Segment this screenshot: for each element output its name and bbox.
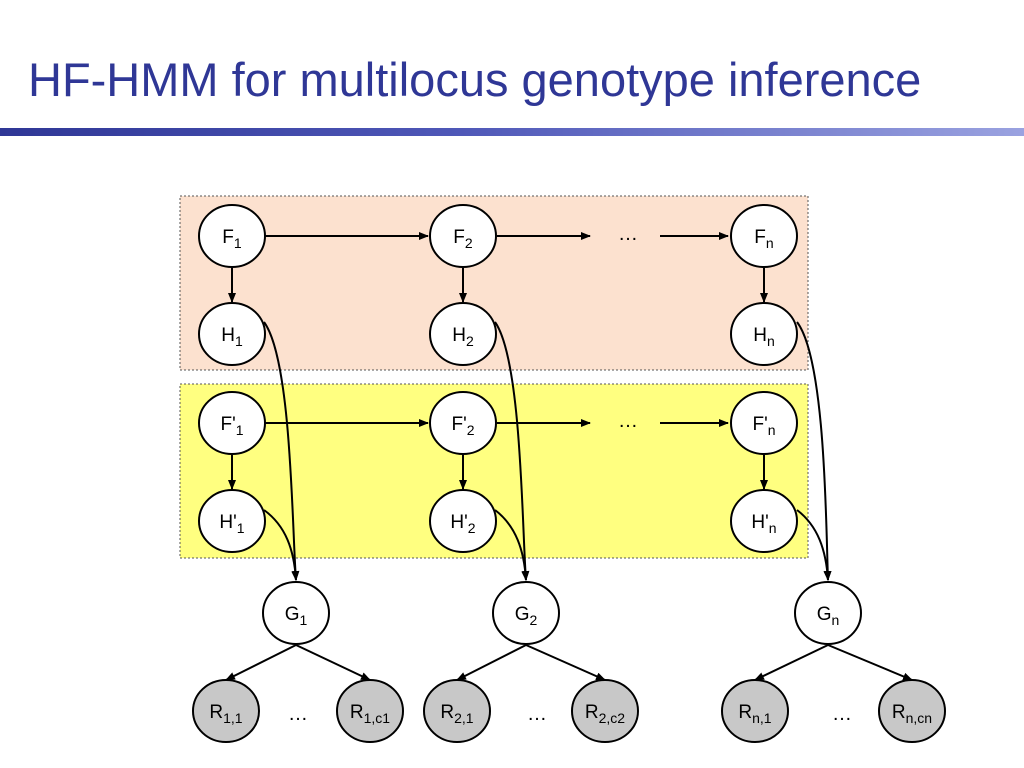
node-f1: F1 bbox=[198, 204, 266, 268]
founder-prime-row-ellipsis: … bbox=[618, 410, 638, 432]
reads-2-ellipsis: … bbox=[527, 703, 547, 725]
svg-text:H'2: H'2 bbox=[450, 512, 475, 536]
node-r-n-1: Rn,1 bbox=[721, 679, 789, 743]
svg-text:Hn: Hn bbox=[753, 325, 775, 349]
node-f2: F2 bbox=[429, 204, 497, 268]
node-gn: Gn bbox=[794, 581, 862, 645]
node-g1: G1 bbox=[262, 581, 330, 645]
node-g2: G2 bbox=[492, 581, 560, 645]
edge-hn-gn bbox=[796, 321, 832, 581]
svg-text:G2: G2 bbox=[515, 604, 538, 628]
svg-text:H2: H2 bbox=[452, 325, 474, 349]
node-r-1-1: R1,1 bbox=[192, 679, 260, 743]
node-h1-prime: H'1 bbox=[198, 489, 266, 553]
edge-hnb-gn bbox=[796, 509, 832, 581]
edge-h1-g1 bbox=[263, 321, 300, 581]
founder-row-ellipsis: … bbox=[618, 223, 638, 245]
edge-gn-rnc bbox=[827, 644, 913, 681]
svg-text:H'1: H'1 bbox=[219, 512, 244, 536]
edge-h2b-g2 bbox=[494, 509, 530, 581]
svg-text:G1: G1 bbox=[285, 604, 308, 628]
reads-n-ellipsis: … bbox=[832, 703, 852, 725]
node-fn-prime: F'n bbox=[730, 391, 798, 455]
edge-gn-rn1 bbox=[754, 644, 829, 681]
edge-g1-r11 bbox=[225, 644, 297, 681]
node-hn-prime: H'n bbox=[730, 489, 798, 553]
node-r-2-1: R2,1 bbox=[423, 679, 491, 743]
svg-text:Rn,1: Rn,1 bbox=[738, 702, 771, 726]
svg-text:R1,1: R1,1 bbox=[209, 702, 242, 726]
svg-text:Fn: Fn bbox=[754, 227, 773, 251]
node-f1-prime: F'1 bbox=[198, 391, 266, 455]
reads-1-ellipsis: … bbox=[288, 703, 308, 725]
svg-text:H1: H1 bbox=[221, 325, 243, 349]
svg-text:F1: F1 bbox=[222, 227, 242, 251]
svg-text:Gn: Gn bbox=[817, 604, 840, 628]
edge-h2-g2 bbox=[494, 321, 530, 581]
edge-g2-r21 bbox=[456, 644, 527, 681]
svg-text:F'1: F'1 bbox=[220, 414, 243, 438]
edge-h1b-g1 bbox=[263, 509, 300, 581]
svg-text:Rn,cn: Rn,cn bbox=[892, 702, 932, 726]
svg-text:H'n: H'n bbox=[751, 512, 776, 536]
svg-text:F2: F2 bbox=[453, 227, 473, 251]
edge-g2-r2c bbox=[525, 644, 606, 681]
node-r-1-c1: R1,c1 bbox=[336, 679, 404, 743]
node-h2-prime: H'2 bbox=[429, 489, 497, 553]
svg-text:F'n: F'n bbox=[752, 414, 775, 438]
svg-text:F'2: F'2 bbox=[451, 414, 474, 438]
svg-text:R2,1: R2,1 bbox=[440, 702, 473, 726]
node-r-2-c2: R2,c2 bbox=[571, 679, 639, 743]
node-r-n-cn: Rn,cn bbox=[878, 679, 946, 743]
node-h1: H1 bbox=[198, 302, 266, 366]
svg-text:R2,c2: R2,c2 bbox=[585, 702, 625, 726]
node-h2: H2 bbox=[429, 302, 497, 366]
node-hn: Hn bbox=[730, 302, 798, 366]
slide-title: HF-HMM for multilocus genotype inference bbox=[28, 53, 922, 106]
node-fn: Fn bbox=[730, 204, 798, 268]
edge-g1-r1c bbox=[295, 644, 371, 681]
svg-text:R1,c1: R1,c1 bbox=[350, 702, 390, 726]
title-underline bbox=[0, 128, 1024, 136]
node-f2-prime: F'2 bbox=[429, 391, 497, 455]
